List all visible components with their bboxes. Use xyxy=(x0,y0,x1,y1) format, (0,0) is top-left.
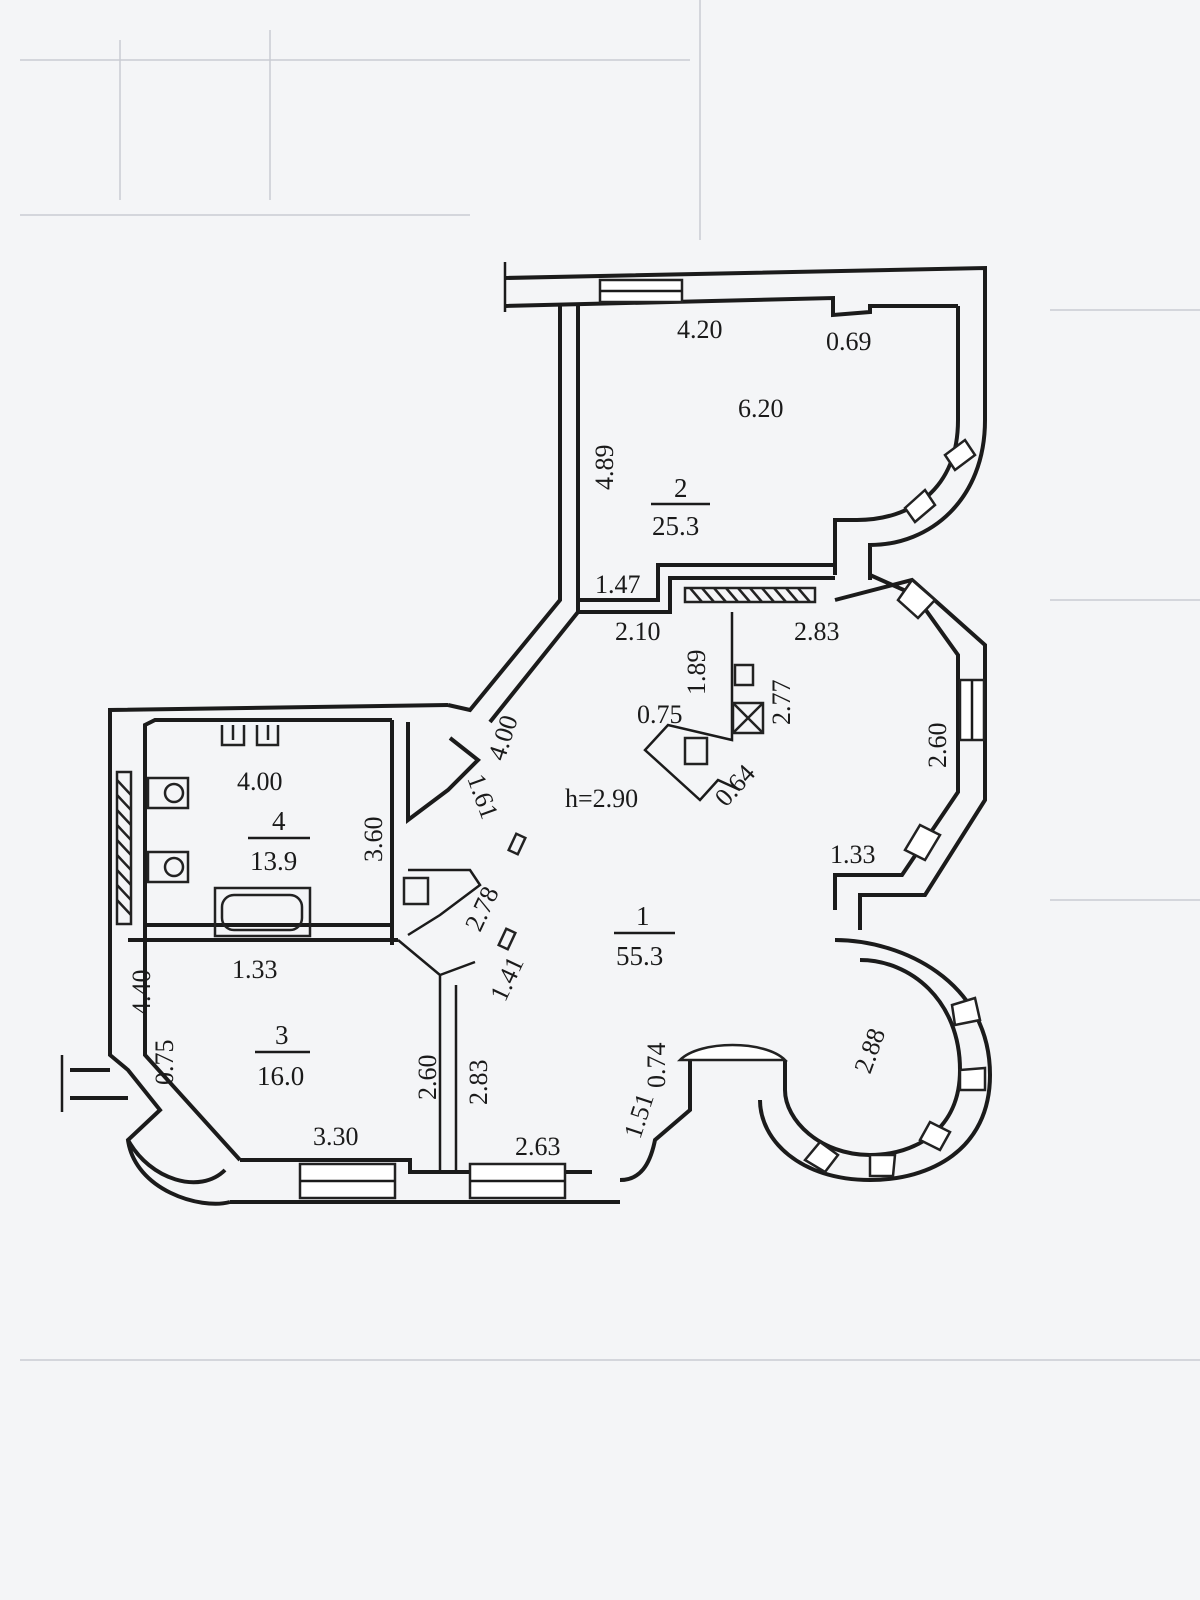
room-2-number: 2 xyxy=(674,473,688,503)
dim-1-61: 1.61 xyxy=(461,770,504,823)
outer-walls xyxy=(60,262,993,1206)
dim-0-69: 0.69 xyxy=(826,327,872,356)
dim-2-83-top: 2.83 xyxy=(794,617,840,646)
labels: 4.20 0.69 6.20 4.89 2 25.3 1.47 2.10 2.8… xyxy=(127,315,952,1161)
dim-2-77: 2.77 xyxy=(767,680,796,726)
room-3-number: 3 xyxy=(275,1020,289,1050)
dim-3-30: 3.30 xyxy=(313,1122,359,1151)
dim-1-47: 1.47 xyxy=(595,570,641,599)
dim-6-20: 6.20 xyxy=(738,394,784,423)
dim-3-60: 3.60 xyxy=(359,817,388,863)
room-2-area: 25.3 xyxy=(652,511,699,541)
dim-4-40: 1.33 xyxy=(232,955,278,984)
dim-1-33-left: 4.40 xyxy=(127,970,156,1016)
dim-1-41: 1.41 xyxy=(484,952,530,1005)
windows xyxy=(298,278,987,1200)
dim-2-88: 2.88 xyxy=(848,1024,891,1077)
dim-2-60-left: 2.60 xyxy=(413,1055,442,1101)
dim-1-51: 1.51 xyxy=(618,1090,660,1142)
dim-1-89: 1.89 xyxy=(682,650,711,696)
dim-0-74: 0.74 xyxy=(642,1043,671,1089)
dim-2-78: 2.78 xyxy=(459,882,505,935)
room-4-area: 13.9 xyxy=(250,846,297,876)
room-1-number: 1 xyxy=(636,901,650,931)
dim-0-75-left: 0.75 xyxy=(150,1040,179,1086)
dim-1-33-right: 1.33 xyxy=(830,840,876,869)
dim-0-75-kitchen: 0.75 xyxy=(637,700,683,729)
dim-0-64: 0.64 xyxy=(709,759,761,812)
background-lines xyxy=(20,0,1200,1361)
fixtures xyxy=(115,586,817,951)
room-3-area: 16.0 xyxy=(257,1061,304,1091)
interior-walls xyxy=(128,306,835,1172)
dim-4-00-diag: 4.00 xyxy=(482,712,524,764)
dim-4-00-bath: 4.00 xyxy=(237,767,283,796)
dim-2-10: 2.10 xyxy=(615,617,661,646)
dim-4-20: 4.20 xyxy=(677,315,723,344)
dim-4-89: 4.89 xyxy=(590,445,619,491)
room-4-number: 4 xyxy=(272,806,286,836)
dim-2-63: 2.63 xyxy=(515,1132,561,1161)
dim-2-60-right: 2.60 xyxy=(923,723,952,769)
dim-2-83-bottom: 2.83 xyxy=(464,1060,493,1106)
ceiling-height: h=2.90 xyxy=(565,784,638,813)
room-1-area: 55.3 xyxy=(616,941,663,971)
